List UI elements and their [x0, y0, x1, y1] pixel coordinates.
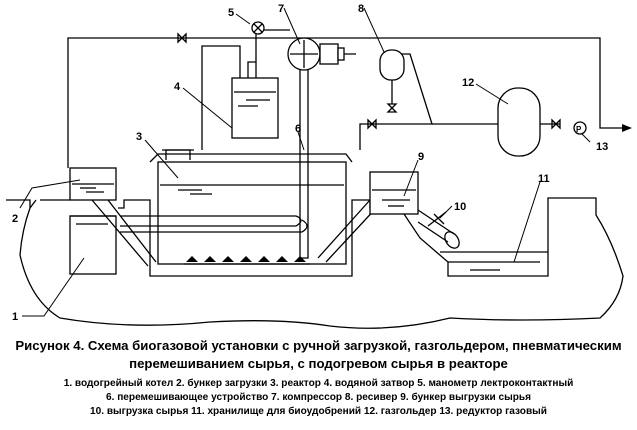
reactor — [120, 50, 353, 265]
water-boiler — [69, 215, 117, 275]
label-1: 1 — [12, 311, 18, 323]
leader-lines — [19, 7, 591, 317]
label-8: 8 — [358, 3, 364, 15]
figure-caption: Рисунок 4. Схема биогазовой установки с … — [0, 337, 637, 373]
gas-holder — [497, 87, 541, 157]
gas-reducer — [573, 121, 632, 135]
compressor — [287, 37, 345, 71]
legend-line-3: 10. выгрузка сырья 11. хранилище для био… — [90, 406, 547, 417]
label-9: 9 — [418, 151, 424, 163]
biogas-plant-diagram: 1 2 3 4 5 6 7 8 9 10 11 12 13 P — [6, 3, 632, 329]
label-5: 5 — [228, 7, 234, 19]
label-3: 3 — [136, 131, 142, 143]
label-11: 11 — [538, 173, 550, 185]
label-7: 7 — [278, 3, 284, 15]
label-12: 12 — [462, 77, 474, 89]
outlet-arrow-icon — [622, 124, 632, 132]
caption-title-line-2: перемешиванием сырья, с подогревом сырья… — [129, 356, 508, 371]
discharge-hopper — [369, 171, 460, 249]
loading-hopper — [69, 167, 157, 267]
label-2: 2 — [12, 213, 18, 225]
figure-legend: 1. водогрейный котел 2. бункер загрузки … — [0, 377, 637, 419]
label-13: 13 — [596, 141, 608, 153]
valve-icon — [367, 118, 377, 130]
pressure-gauge-electrocontact — [251, 21, 265, 35]
legend-line-2: 6. перемешивающее устройство 7. компресс… — [105, 392, 532, 403]
valves — [177, 32, 561, 130]
label-6: 6 — [295, 123, 301, 135]
pressure-gauge-letter: P — [576, 125, 582, 134]
water-seal — [231, 61, 279, 139]
valve-icon — [551, 118, 561, 130]
label-10: 10 — [454, 201, 466, 213]
valve-icon — [386, 103, 398, 113]
discharge-chute — [317, 199, 379, 263]
ground-profile — [6, 197, 624, 329]
label-4: 4 — [174, 81, 181, 93]
caption-title-line-1: Рисунок 4. Схема биогазовой установки с … — [15, 338, 622, 353]
fertilizer-storage — [440, 251, 548, 271]
valve-icon — [177, 32, 187, 44]
legend-line-1: 1. водогрейный котел 2. бункер загрузки … — [63, 378, 574, 389]
receiver — [379, 49, 405, 81]
